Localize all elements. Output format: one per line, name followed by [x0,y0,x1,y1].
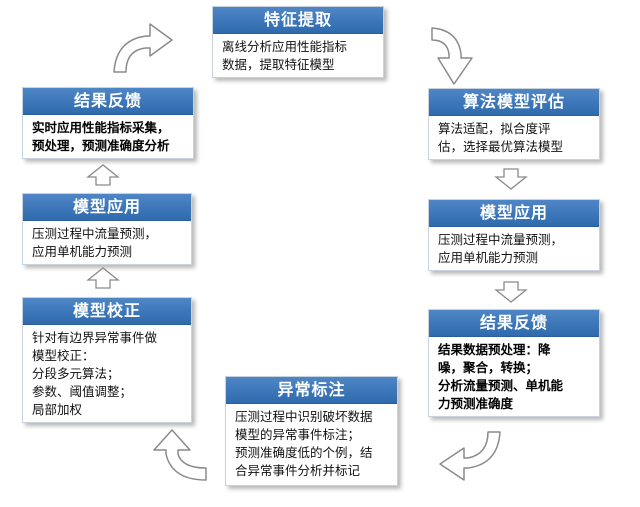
card-title: 模型校正 [23,298,191,325]
down-arrow-icon [494,281,528,303]
card-body: 离线分析应用性能指标 数据，提取特征模型 [213,34,383,79]
up-arrow-icon [86,267,120,289]
card-title: 算法模型评估 [429,89,599,116]
card-anomaly-labeling: 异常标注 压测过程中识别破坏数据 模型的异常事件标注； 预测准确度低的个例，结 … [225,376,398,486]
card-text-line: 压测过程中识别破坏数据 [235,409,373,424]
card-text-line: 应用单机能力预测 [438,250,539,265]
card-text-line: 离线分析应用性能指标 [222,39,348,54]
card-body: 压测过程中流量预测， 应用单机能力预测 [429,227,599,272]
card-title: 结果反馈 [23,88,193,115]
card-body: 压测过程中识别破坏数据 模型的异常事件标注； 预测准确度低的个例，结 合异常事件… [226,404,397,485]
card-text-line: 应用单机能力预测 [32,244,133,259]
curved-arrow-icon [113,23,173,73]
card-title: 模型应用 [23,194,191,221]
card-text-line: 针对有边界异常事件做 [32,330,158,345]
card-result-feedback-right: 结果反馈 结果数据预处理：降 噪，聚合，转换； 分析流量预测、单机能 力预测准确… [428,309,600,417]
card-title: 结果反馈 [429,310,599,337]
card-text-line: 参数、阈值调整； [32,384,133,399]
card-text-line: 分析流量预测、单机能 [438,378,564,393]
down-arrow-icon [494,168,528,190]
card-result-feedback-left: 结果反馈 实时应用性能指标采集， 预处理，预测准确度分析 [22,87,194,159]
card-text-line: 合异常事件分析并标记 [235,463,361,478]
card-body: 实时应用性能指标采集， 预处理，预测准确度分析 [23,115,193,160]
card-text-line: 噪，聚合，转换； [438,360,539,375]
card-text-line: 估，选择最优算法模型 [438,139,564,154]
up-arrow-icon [86,164,120,186]
curved-arrow-icon [431,27,473,85]
card-text-line: 分段多元算法； [32,366,120,381]
card-text-line: 实时应用性能指标采集， [32,120,170,135]
card-text-line: 压测过程中流量预测， [32,226,158,241]
card-text-line: 力预测准确度 [438,396,514,411]
card-algorithm-evaluation: 算法模型评估 算法适配，拟合度评 估，选择最优算法模型 [428,88,600,160]
card-feature-extraction: 特征提取 离线分析应用性能指标 数据，提取特征模型 [212,6,384,78]
curved-arrow-icon [439,431,501,481]
card-text-line: 模型校正： [32,348,95,363]
curved-arrow-icon [153,429,207,481]
card-text-line: 结果数据预处理：降 [438,342,551,357]
card-body: 针对有边界异常事件做 模型校正： 分段多元算法； 参数、阈值调整； 局部加权 [23,325,191,424]
card-text-line: 局部加权 [32,402,83,417]
card-text-line: 压测过程中流量预测， [438,232,564,247]
card-title: 异常标注 [226,377,397,404]
card-body: 压测过程中流量预测， 应用单机能力预测 [23,221,191,266]
card-model-correction: 模型校正 针对有边界异常事件做 模型校正： 分段多元算法； 参数、阈值调整； 局… [22,297,192,423]
card-text-line: 算法适配，拟合度评 [438,121,551,136]
card-model-application-left: 模型应用 压测过程中流量预测， 应用单机能力预测 [22,193,192,265]
card-title: 特征提取 [213,7,383,34]
card-body: 算法适配，拟合度评 估，选择最优算法模型 [429,116,599,161]
card-title: 模型应用 [429,200,599,227]
card-body: 结果数据预处理：降 噪，聚合，转换； 分析流量预测、单机能 力预测准确度 [429,337,599,418]
card-text-line: 预处理，预测准确度分析 [32,138,170,153]
card-model-application-right: 模型应用 压测过程中流量预测， 应用单机能力预测 [428,199,600,271]
card-text-line: 数据，提取特征模型 [222,57,335,72]
card-text-line: 模型的异常事件标注； [235,427,361,442]
card-text-line: 预测准确度低的个例，结 [235,445,373,460]
